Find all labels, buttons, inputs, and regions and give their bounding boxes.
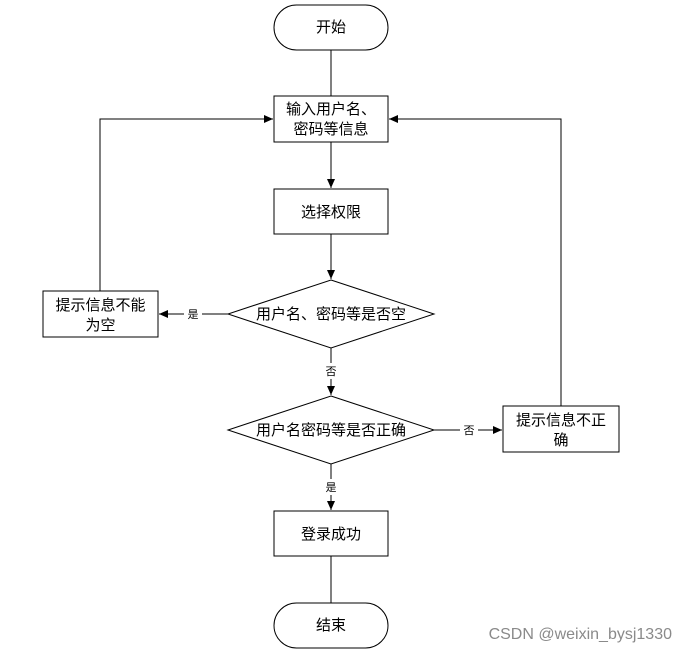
select-role-node: 选择权限 (273, 188, 389, 235)
edge-empty-msg-back-to-input (99, 115, 273, 291)
msg-wrong-label-1: 提示信息不正 (516, 411, 606, 429)
edge-correct-yes-label: 是 (326, 481, 337, 494)
edge-correct-yes-label-bg (323, 479, 339, 495)
check-correct-decision: 用户名密码等是否正确 (226, 395, 436, 465)
check-empty-label: 用户名、密码等是否空 (256, 305, 406, 323)
edge-empty-yes-label: 是 (188, 308, 199, 321)
msg-empty-label-1: 提示信息不能 (55, 296, 145, 314)
edge-correct-no-label: 否 (464, 424, 475, 437)
input-credentials-label-2: 密码等信息 (293, 120, 368, 138)
select-role-label: 选择权限 (301, 203, 361, 221)
end-node: 结束 (273, 602, 389, 649)
check-correct-label: 用户名密码等是否正确 (256, 421, 406, 439)
edge-empty-no-label: 否 (326, 365, 337, 378)
start-node: 开始 (273, 4, 389, 51)
end-label: 结束 (316, 616, 346, 634)
msg-empty-node: 提示信息不能 为空 (42, 290, 159, 338)
edge-empty-yes-label-bg (184, 306, 202, 322)
msg-empty-label-2: 为空 (85, 316, 115, 334)
watermark-text: CSDN @weixin_bysj1330 (489, 626, 673, 643)
edge-correct-no-label-bg (460, 422, 478, 438)
edge-wrong-msg-back-to-input (389, 115, 562, 406)
msg-wrong-label-2: 确 (553, 431, 568, 449)
edge-empty-no-label-bg (323, 363, 339, 379)
input-credentials-label-1: 输入用户名、 (286, 100, 376, 118)
start-label: 开始 (316, 18, 346, 36)
login-success-node: 登录成功 (273, 510, 389, 557)
check-empty-decision: 用户名、密码等是否空 (226, 279, 436, 349)
input-credentials-node: 输入用户名、 密码等信息 (273, 95, 389, 143)
login-success-label: 登录成功 (301, 525, 361, 543)
msg-wrong-node: 提示信息不正 确 (502, 405, 620, 453)
